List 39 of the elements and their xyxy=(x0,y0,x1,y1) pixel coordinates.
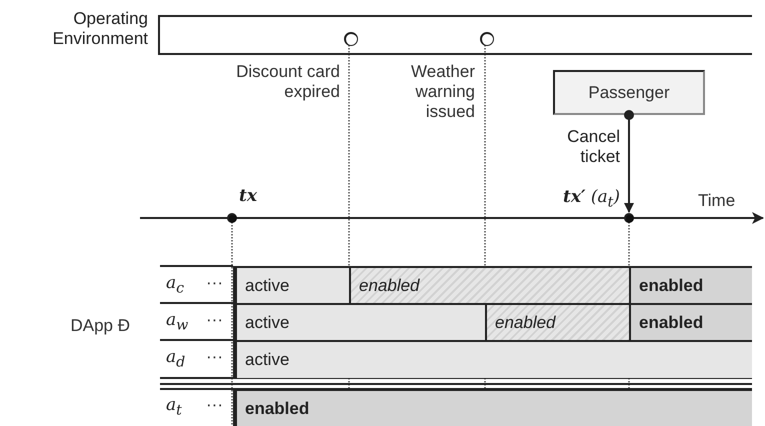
axis-label: Time xyxy=(698,191,736,211)
state-text: enabled xyxy=(495,313,556,332)
ellipsis: ··· xyxy=(206,395,224,415)
row-label: a$_{w}$ xyxy=(166,310,190,334)
state-text: active xyxy=(245,276,290,295)
state-text: enabled xyxy=(245,399,310,418)
actor-box xyxy=(553,70,705,115)
event-circle xyxy=(480,32,494,46)
state-text: active xyxy=(245,350,290,369)
row-label: a$_{t}$ xyxy=(166,395,183,418)
group-label: DApp Đ xyxy=(69,316,130,336)
row-label: a$_{d}$ xyxy=(166,347,186,370)
time-point-label: tx xyxy=(239,186,258,206)
event-circle xyxy=(344,32,358,46)
edge-label: Cancel ticket xyxy=(566,127,620,167)
timeline-point xyxy=(624,213,634,223)
state-cell xyxy=(629,303,752,340)
state-text: enabled xyxy=(359,276,420,295)
state-text: enabled xyxy=(639,313,704,332)
state-cell xyxy=(629,266,752,303)
state-cell xyxy=(233,389,752,426)
state-text: enabled xyxy=(639,276,704,295)
state-text: active xyxy=(245,313,290,332)
time-point-label: tx′ (a$_{t}$) xyxy=(562,187,620,210)
state-cell xyxy=(233,266,349,303)
row-heading: Operating Environment xyxy=(52,9,148,49)
row-label: a$_{c}$ xyxy=(166,273,186,296)
ellipsis: ··· xyxy=(206,273,224,293)
actor-name: Passenger xyxy=(587,83,671,103)
state-cell xyxy=(233,303,485,340)
arrow xyxy=(624,110,634,213)
event-label: Weather warning issued xyxy=(410,62,475,122)
timeline-point xyxy=(227,213,237,223)
event-label: Discount card expired xyxy=(235,62,340,102)
state-cell xyxy=(349,266,629,303)
state-cell xyxy=(485,303,629,340)
ellipsis: ··· xyxy=(206,347,224,367)
state-cell xyxy=(233,340,752,378)
ellipsis: ··· xyxy=(206,310,224,330)
